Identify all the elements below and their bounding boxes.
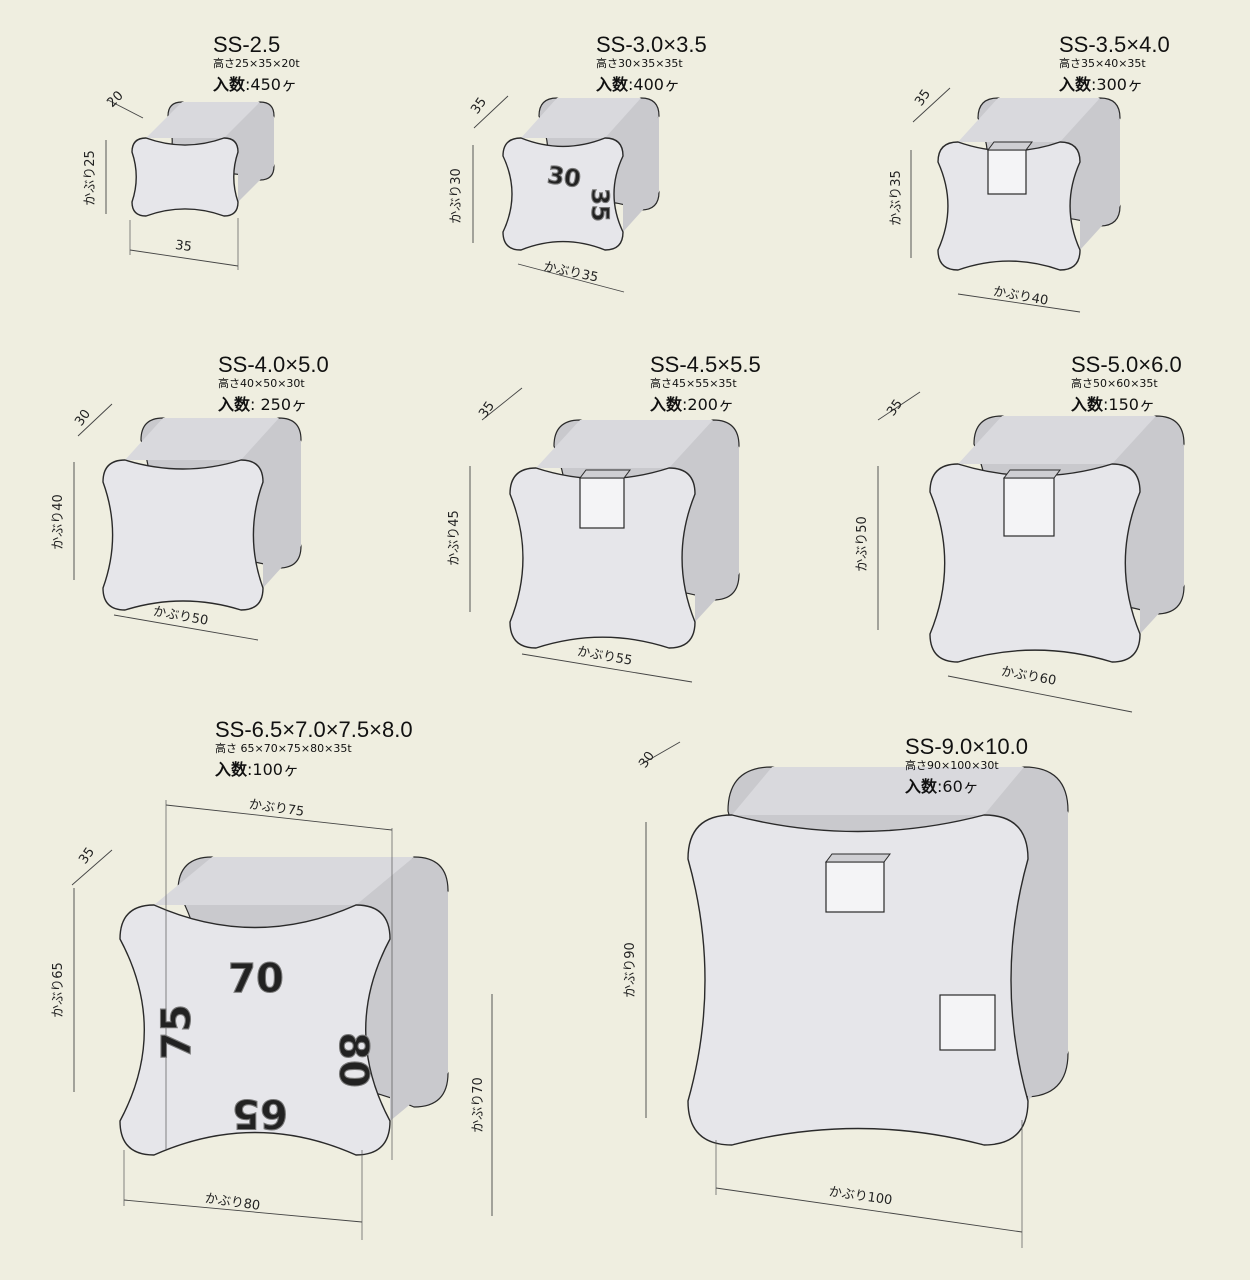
dimension-label: かぶり90 bbox=[623, 942, 638, 998]
dimension-line: かぶり80 bbox=[123, 1191, 363, 1223]
dimension-line: 35 bbox=[129, 238, 239, 267]
stamp-number: 75 bbox=[154, 1004, 200, 1060]
dimension-label: かぶり100 bbox=[828, 1185, 893, 1209]
size-spec: 高さ45×55×35t bbox=[650, 377, 737, 391]
dimension-label: かぶり40 bbox=[992, 284, 1049, 308]
dimension-label: かぶり35 bbox=[889, 170, 904, 226]
spacer-block bbox=[102, 417, 302, 611]
dimension-label: かぶり65 bbox=[51, 962, 66, 1018]
dimension-label: かぶり60 bbox=[1000, 664, 1057, 688]
dimension-label: かぶり30 bbox=[449, 168, 464, 224]
dimension-label: 20 bbox=[104, 88, 126, 110]
size-spec: 高さ25×35×20t bbox=[213, 57, 300, 71]
dimension-line: かぶり45 bbox=[447, 466, 471, 612]
dimension-line: かぶり50 bbox=[855, 466, 879, 630]
header-ss-4.5x5.5: SS-4.5×5.5 高さ45×55×35t 入数:200ヶ bbox=[650, 352, 761, 415]
spacer-block bbox=[509, 419, 740, 649]
header-ss-9.0x10.0: SS-9.0×10.0 高さ90×100×30t 入数:60ヶ bbox=[905, 734, 1028, 797]
quantity: 入数:300ヶ bbox=[1059, 75, 1143, 95]
stamp-number: 65 bbox=[232, 1090, 288, 1136]
dimension-line: かぶり50 bbox=[113, 604, 259, 641]
size-spec: 高さ90×100×30t bbox=[905, 759, 999, 773]
model-name: SS-3.5×4.0 bbox=[1059, 32, 1170, 57]
dimension-line: 35 bbox=[877, 391, 921, 421]
spacer-block bbox=[937, 97, 1121, 271]
dimension-line: かぶり70 bbox=[471, 994, 493, 1216]
dimension-label: かぶり70 bbox=[471, 1077, 486, 1133]
dimension-label: 35 bbox=[76, 845, 98, 867]
stamp-number: 35 bbox=[586, 188, 614, 221]
dimension-line: 20 bbox=[104, 88, 144, 119]
size-spec: 高さ40×50×30t bbox=[218, 377, 305, 391]
dimension-line: かぶり35 bbox=[517, 259, 625, 293]
quantity: 入数: 250ヶ bbox=[218, 395, 308, 415]
dimension-line: かぶり65 bbox=[51, 888, 75, 1092]
quantity: 入数:100ヶ bbox=[215, 760, 299, 780]
dimension-label: 30 bbox=[72, 407, 94, 429]
spacer-block bbox=[119, 856, 449, 1156]
dimension-label: 35 bbox=[476, 399, 498, 421]
model-name: SS-9.0×10.0 bbox=[905, 734, 1028, 759]
size-spec: 高さ50×60×35t bbox=[1071, 377, 1158, 391]
dimension-label: かぶり50 bbox=[152, 604, 209, 628]
model-name: SS-2.5 bbox=[213, 32, 281, 57]
model-name: SS-4.0×5.0 bbox=[218, 352, 329, 377]
quantity: 入数:400ヶ bbox=[596, 75, 680, 95]
model-name: SS-3.0×3.5 bbox=[596, 32, 707, 57]
dimension-label: かぶり75 bbox=[248, 797, 305, 820]
dimension-label: 35 bbox=[174, 238, 192, 255]
model-name: SS-6.5×7.0×7.5×8.0 bbox=[215, 717, 413, 742]
dimension-line: 35 bbox=[476, 387, 523, 421]
dimension-label: かぶり50 bbox=[855, 516, 870, 572]
dimension-line: 35 bbox=[468, 95, 509, 129]
dimension-label: 35 bbox=[884, 397, 906, 419]
stamp-number: 30 bbox=[546, 161, 583, 193]
spacer-block bbox=[131, 101, 275, 217]
size-spec: 高さ35×40×35t bbox=[1059, 57, 1146, 71]
stamp-number: 70 bbox=[228, 956, 284, 1002]
dimension-line: かぶり40 bbox=[51, 462, 75, 580]
dimension-line: 30 bbox=[72, 403, 113, 437]
dimension-label: かぶり25 bbox=[83, 150, 98, 206]
stamp-number: 80 bbox=[330, 1032, 376, 1088]
model-name: SS-4.5×5.5 bbox=[650, 352, 761, 377]
dimension-label: 35 bbox=[468, 95, 490, 117]
dimension-line: かぶり60 bbox=[947, 664, 1133, 713]
dimension-label: かぶり35 bbox=[542, 259, 599, 285]
dimension-line: 35 bbox=[912, 87, 951, 123]
dimension-line: 35 bbox=[71, 845, 113, 886]
dimension-line: 30 bbox=[636, 741, 681, 771]
dimension-line: かぶり25 bbox=[83, 140, 107, 214]
size-spec: 高さ30×35×35t bbox=[596, 57, 683, 71]
quantity: 入数:450ヶ bbox=[213, 75, 297, 95]
quantity: 入数:60ヶ bbox=[905, 777, 979, 797]
spacer-block bbox=[687, 766, 1069, 1146]
header-ss-4.0x5.0: SS-4.0×5.0 高さ40×50×30t 入数: 250ヶ bbox=[218, 352, 329, 415]
dimension-line: かぶり40 bbox=[957, 284, 1081, 313]
dimension-line: かぶり75 bbox=[165, 797, 393, 831]
dimension-line: かぶり35 bbox=[889, 150, 912, 258]
dimension-label: 30 bbox=[636, 749, 658, 771]
spacer-block bbox=[502, 97, 660, 251]
header-ss-3.5x4.0: SS-3.5×4.0 高さ35×40×35t 入数:300ヶ bbox=[1059, 32, 1170, 95]
dimension-line: かぶり55 bbox=[521, 644, 693, 683]
size-spec: 高さ 65×70×75×80×35t bbox=[215, 742, 352, 756]
dimension-line: かぶり100 bbox=[715, 1185, 1023, 1233]
header-ss-6.5-8.0: SS-6.5×7.0×7.5×8.0 高さ 65×70×75×80×35t 入数… bbox=[215, 717, 413, 780]
spacer-block bbox=[929, 415, 1185, 663]
dimension-label: かぶり45 bbox=[447, 510, 462, 566]
model-name: SS-5.0×6.0 bbox=[1071, 352, 1182, 377]
dimension-label: かぶり40 bbox=[51, 494, 66, 550]
header-ss-5.0x6.0: SS-5.0×6.0 高さ50×60×35t 入数:150ヶ bbox=[1071, 352, 1182, 415]
quantity: 入数:200ヶ bbox=[650, 395, 734, 415]
dimension-label: かぶり55 bbox=[576, 644, 633, 668]
dimension-line: かぶり30 bbox=[449, 145, 474, 243]
quantity: 入数:150ヶ bbox=[1071, 395, 1155, 415]
header-ss-3.0x3.5: SS-3.0×3.5 高さ30×35×35t 入数:400ヶ bbox=[596, 32, 707, 95]
header-ss-2.5: SS-2.5 高さ25×35×20t 入数:450ヶ bbox=[213, 32, 300, 95]
dimension-line: かぶり90 bbox=[623, 822, 647, 1118]
